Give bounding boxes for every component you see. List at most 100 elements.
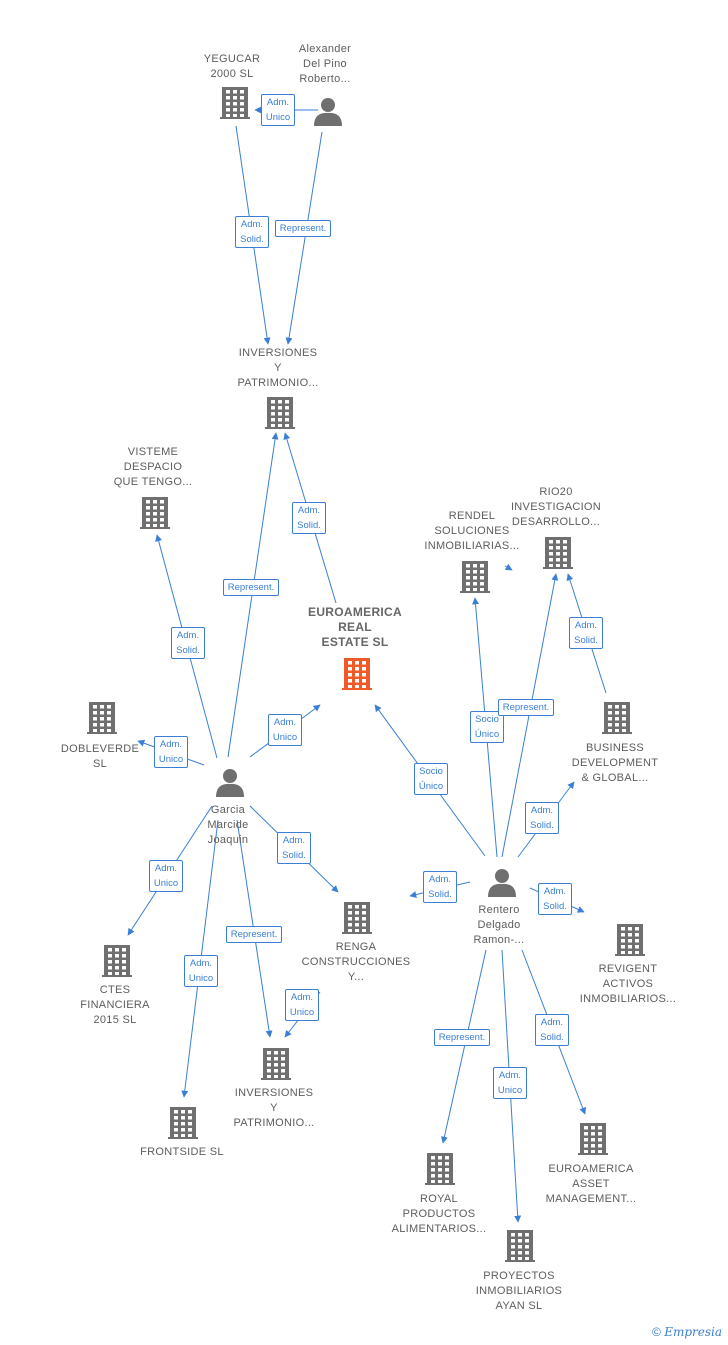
building-icon-rio20[interactable] [543, 537, 573, 569]
edge-label-alexander-to-inversiones1[interactable]: Represent. [274, 219, 332, 237]
edge-label-rentero-to-royal[interactable]: Represent. [433, 1028, 491, 1046]
edge-label-rentero-to-rio20[interactable]: Represent. [497, 698, 555, 716]
building-icon-visteme[interactable] [140, 497, 170, 529]
node-label-line: INMOBILIARIOS... [579, 993, 677, 1005]
edge-label-garcia-to-inversiones2[interactable]: Represent. [225, 925, 283, 943]
building-icon-rendel[interactable] [460, 561, 490, 593]
building-icon-euroamerica[interactable] [342, 658, 372, 690]
person-icon-alexander[interactable] [314, 98, 342, 126]
building-icon-ctes[interactable] [102, 945, 132, 977]
edge-label-rentero-to-euroasset[interactable]: Adm. Solid. [535, 1014, 569, 1046]
edge-label-garcia-to-renga[interactable]: Adm.Solid. [277, 832, 311, 864]
node-label-line: PATRIMONIO... [233, 1117, 315, 1129]
edge-label-rentero-to-proyectos[interactable]: Adm.Unico [492, 1067, 528, 1099]
edge-label-rentero-to-business[interactable]: Adm.Solid. [525, 802, 559, 834]
node-label-line: BUSINESS [585, 742, 645, 754]
building-icon-dobleverde[interactable] [87, 702, 117, 734]
footer-credit: © Empresia [652, 1325, 722, 1339]
node-label-line: INVERSIONES [234, 1087, 314, 1099]
building-icon-revigent[interactable] [615, 924, 645, 956]
edge-label-line: Adm. [189, 958, 213, 969]
edge-label-alexander-to-yegucar[interactable]: Adm.Unico [260, 94, 296, 126]
edge-label-garcia-to-dobleverde[interactable]: Adm.Unico [153, 736, 189, 768]
brand-name[interactable]: Empresia [664, 1325, 722, 1339]
node-label-line: Alexander [298, 43, 352, 55]
edge-label-renga-to-inversiones2[interactable]: Adm.Unico [284, 989, 320, 1021]
node-label-line: 2015 SL [93, 1014, 137, 1026]
edge-label-line: Adm. [290, 992, 314, 1003]
edge-label-line: Adm. [154, 863, 178, 874]
edge-label-rentero-to-revigent[interactable]: Adm.Solid. [538, 883, 572, 915]
edge-label-line: Adm. [159, 739, 183, 750]
edge-label-line: Adm. [574, 620, 598, 631]
edge-label-yegucar-to-inversiones1[interactable]: Adm.Solid. [235, 216, 269, 248]
edge-label-line: Unico [497, 1085, 523, 1096]
edge-label-line: Adm. [282, 835, 306, 846]
node-label-line: SL [92, 758, 108, 770]
building-icon-inversiones2[interactable] [261, 1048, 291, 1080]
building-icon-euroasset[interactable] [578, 1123, 608, 1155]
edge-label-line: Solid. [543, 901, 567, 912]
building-icon-proyectos[interactable] [505, 1230, 535, 1262]
node-label-line: & GLOBAL... [581, 772, 649, 784]
person-icon-rentero[interactable] [488, 869, 516, 897]
edge-label-euroamerica-to-inversiones1[interactable]: Adm.Solid. [292, 502, 326, 534]
edge-label-garcia-to-ctes[interactable]: Adm.Unico [148, 860, 184, 892]
building-icon-inversiones1[interactable] [265, 397, 295, 429]
node-label-frontside[interactable]: FRONTSIDE SL [117, 1145, 247, 1160]
edge-label-line: Solid. [540, 1032, 564, 1043]
edge-label-line: Adm. [428, 874, 452, 885]
edge-label-garcia-to-visteme[interactable]: Adm.Solid. [171, 627, 205, 659]
node-label-line: ESTATE SL [321, 635, 389, 649]
node-label-line: REAL [338, 620, 372, 634]
node-label-line: RENGA [335, 941, 377, 953]
edge-label-line: Solid. [428, 889, 452, 900]
building-icon-royal[interactable] [425, 1153, 455, 1185]
edge-label-business-to-rio20[interactable]: Adm. Solid. [569, 617, 603, 649]
node-label-line: MANAGEMENT... [545, 1193, 637, 1205]
edge-label-line: Unico [272, 732, 298, 743]
person-icon-garcia[interactable] [216, 769, 244, 797]
node-label-line: INVERSIONES [238, 347, 318, 359]
node-label-line: ROYAL [420, 1193, 458, 1205]
edge-label-garcia-to-frontside[interactable]: Adm.Unico [183, 955, 219, 987]
edge-label-line: Adm. [297, 505, 321, 516]
building-icon-business[interactable] [602, 702, 632, 734]
edge-label-rentero-to-renga[interactable]: Adm. Solid. [423, 871, 457, 903]
edge-label-line: Represent. [227, 581, 275, 593]
edge-rendel-to-rio20 [504, 563, 513, 571]
edge-label-line: Solid. [574, 635, 598, 646]
edge-label-line: Adm. [266, 97, 290, 108]
node-label-line: Roberto... [299, 73, 351, 85]
node-label-line: PROYECTOS [483, 1270, 555, 1282]
edge-label-line: Represent. [502, 701, 550, 713]
building-icon-yegucar[interactable] [220, 87, 250, 119]
edge-label-garcia-to-inversiones1[interactable]: Represent. [222, 578, 280, 596]
building-icon-frontside[interactable] [168, 1107, 198, 1139]
building-icon-renga[interactable] [342, 902, 372, 934]
edge-label-line: Adm. [540, 1017, 564, 1028]
node-label-line: Ramon-... [473, 934, 525, 946]
edge-label-garcia-to-euroamerica[interactable]: Adm.Unico [267, 714, 303, 746]
node-label-line: VISTEME [127, 446, 179, 458]
